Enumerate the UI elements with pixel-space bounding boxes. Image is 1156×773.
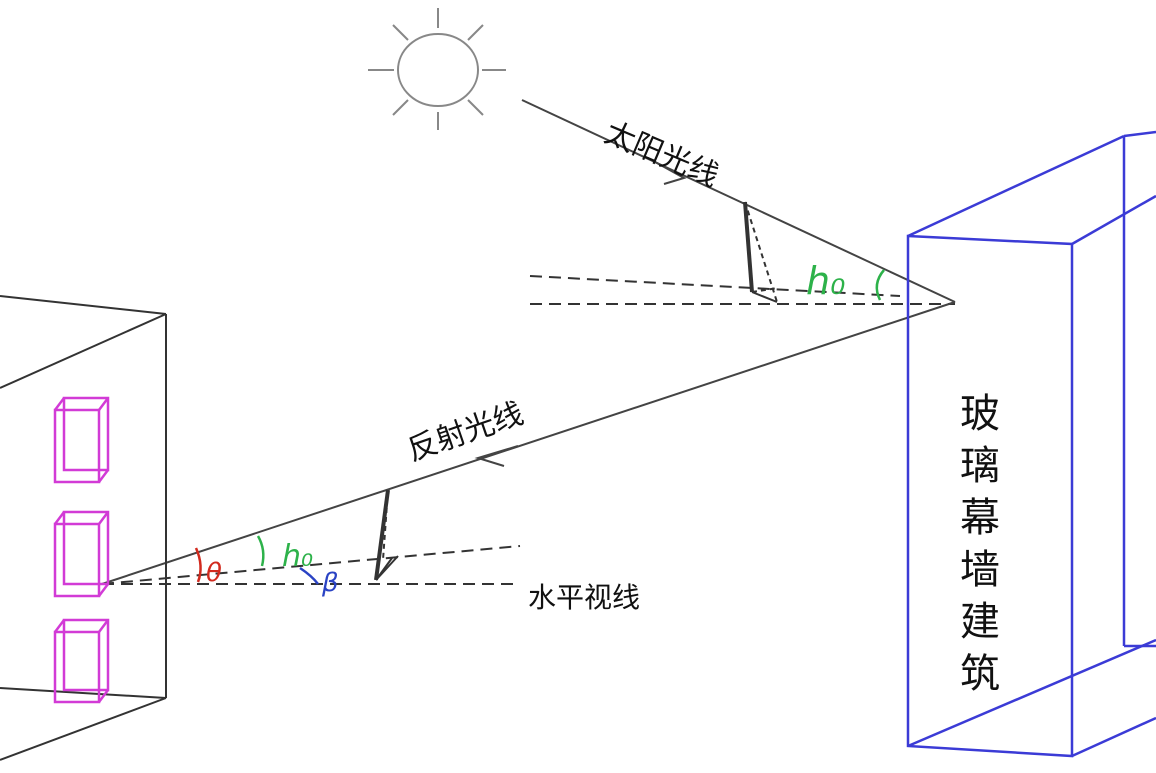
glass-curtain-building xyxy=(906,130,1156,758)
observer-windows xyxy=(53,396,110,704)
beta-symbol: β xyxy=(322,568,339,598)
sun-angle-construction xyxy=(529,201,955,305)
sun-ray xyxy=(521,99,956,303)
h0-sun-symbol: h₀ xyxy=(806,259,846,303)
glass-building-label: 玻璃幕墙建筑 xyxy=(960,391,1000,697)
h0-reflected-symbol: h₀ xyxy=(282,539,314,574)
h0-sun-arc xyxy=(875,269,885,301)
observer-angle-construction xyxy=(101,489,521,585)
h0-reflected-arc xyxy=(256,535,265,567)
theta-symbol: θ xyxy=(206,558,222,588)
sun-icon xyxy=(368,8,506,130)
reflected-ray xyxy=(101,301,956,585)
observer-building xyxy=(0,295,167,761)
horizontal-sightline-label: 水平视线 xyxy=(528,581,641,614)
beta-arc xyxy=(299,566,319,585)
theta-arc xyxy=(194,547,202,583)
